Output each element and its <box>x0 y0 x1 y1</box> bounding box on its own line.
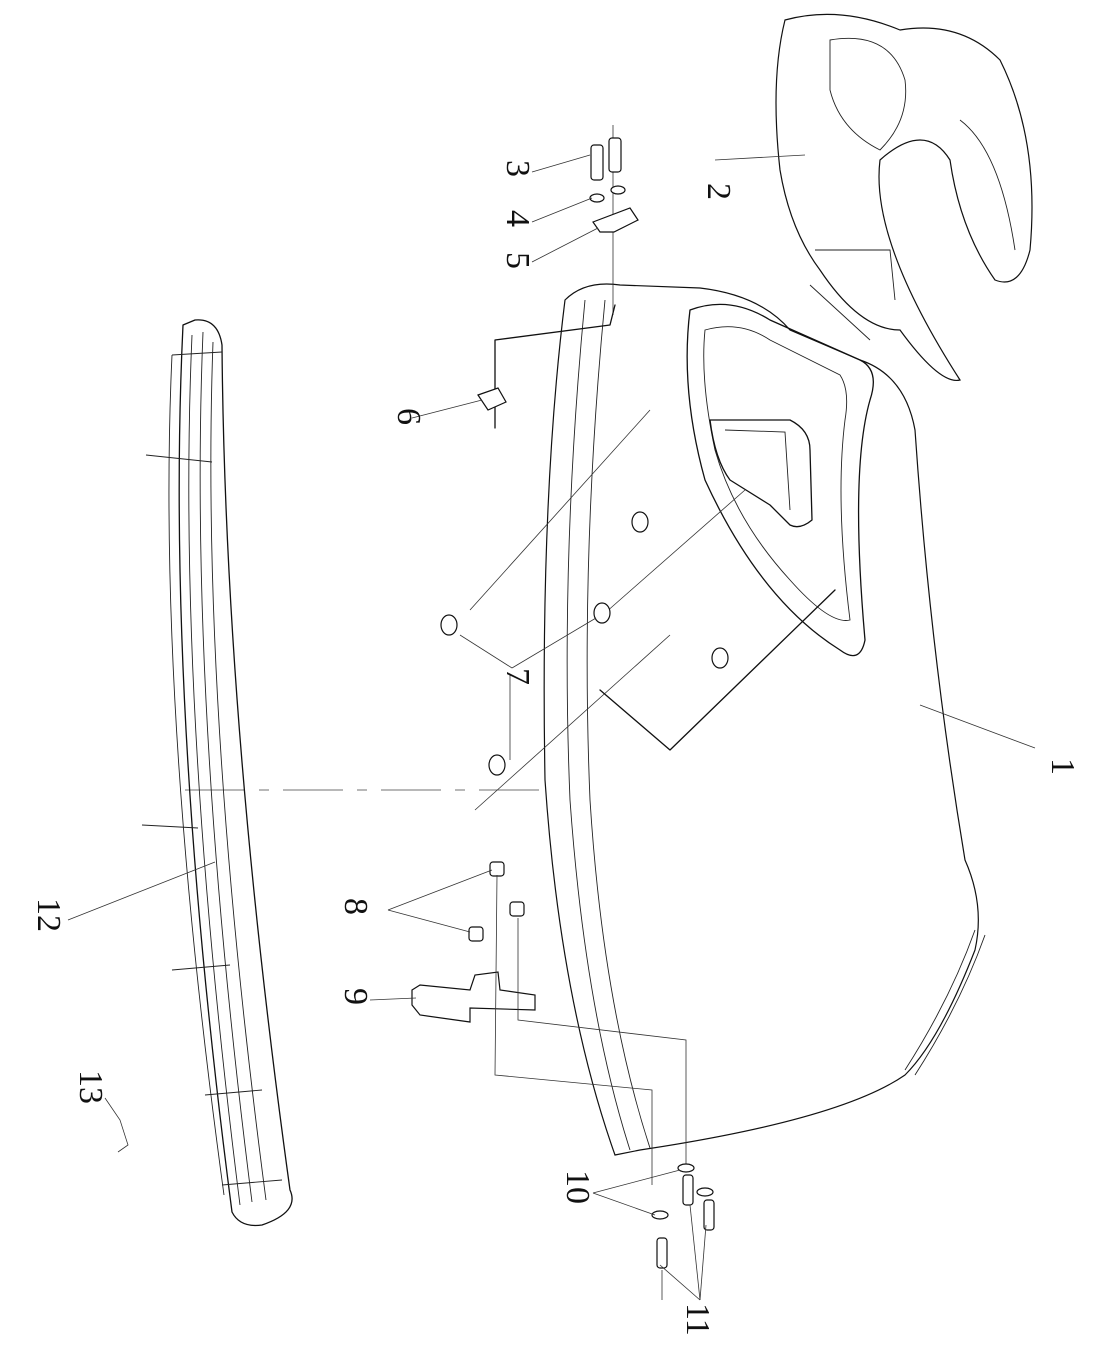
part-6-plate <box>477 304 616 429</box>
callout-7: 7 <box>499 668 536 685</box>
callout-8: 8 <box>337 898 374 915</box>
callout-labels: 1 2 3 4 5 6 7 8 9 10 11 12 13 <box>30 160 1081 1336</box>
part-11-screws <box>656 1174 715 1300</box>
part-3-bolts <box>590 125 622 315</box>
callout-13: 13 <box>72 1070 109 1104</box>
callout-4: 4 <box>499 210 536 227</box>
callout-3: 3 <box>499 160 536 177</box>
leader-lines <box>67 154 1036 1301</box>
callout-9: 9 <box>337 988 374 1005</box>
callout-5: 5 <box>499 252 536 269</box>
part-5-bracket <box>592 207 639 233</box>
part-10-washers <box>651 1163 714 1220</box>
part-8-nuts <box>468 861 525 942</box>
part-1-main-housing <box>543 283 986 1156</box>
callout-2: 2 <box>700 183 737 200</box>
callout-1: 1 <box>1044 758 1081 775</box>
callout-10: 10 <box>559 1170 596 1204</box>
part-4-washers <box>589 185 626 203</box>
part-12-curved-strip <box>141 319 293 1227</box>
callout-6: 6 <box>390 408 427 425</box>
part-2-top-cover <box>775 13 1033 381</box>
part-9-bracket <box>411 874 687 1185</box>
callout-12: 12 <box>30 898 67 932</box>
part-7-screws <box>440 409 836 811</box>
callout-11: 11 <box>679 1303 716 1336</box>
